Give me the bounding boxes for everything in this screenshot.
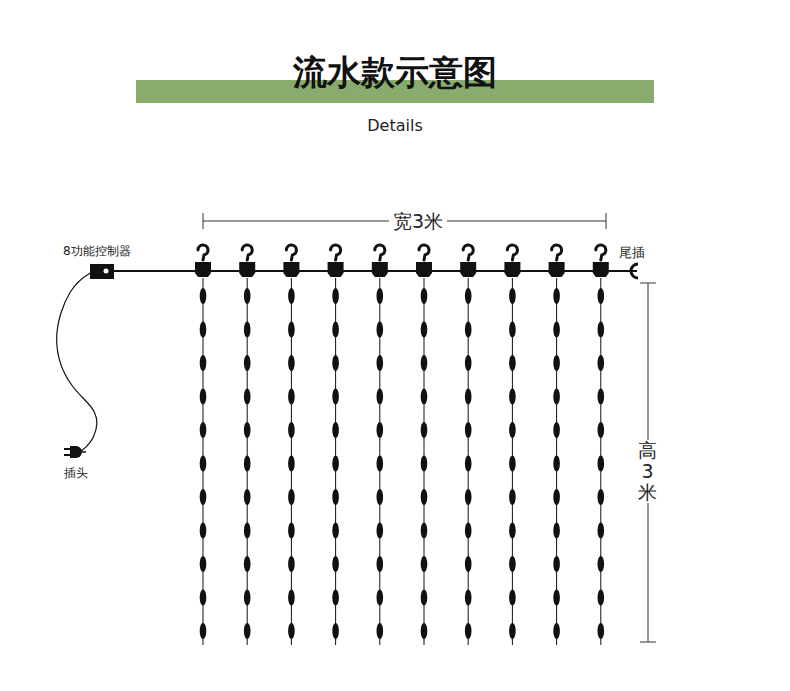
dimension-label: 宽3米 bbox=[389, 209, 447, 235]
light-strands bbox=[195, 245, 609, 645]
subtitle: Details bbox=[367, 116, 422, 135]
controller bbox=[90, 264, 114, 279]
controller-label: 8功能控制器 bbox=[63, 243, 131, 260]
power-plug bbox=[64, 446, 86, 458]
tail-plug-label: 尾插 bbox=[619, 244, 645, 262]
tail-plug bbox=[630, 264, 638, 278]
dimension-label: 高3米 bbox=[638, 440, 657, 503]
plug-label: 插头 bbox=[64, 465, 88, 482]
power-cable bbox=[57, 272, 97, 452]
diagram-title: 流水款示意图 bbox=[293, 50, 497, 96]
